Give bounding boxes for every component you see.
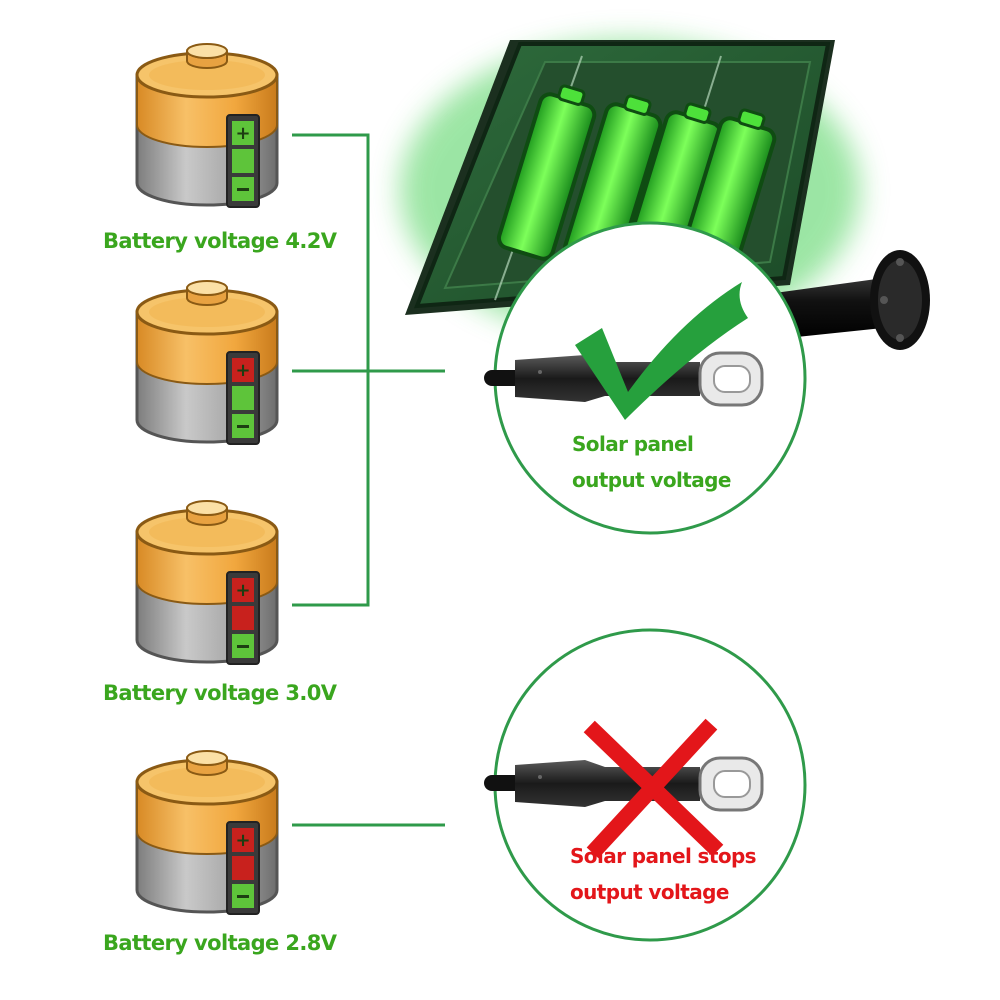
- battery-label-4-2v: Battery voltage 4.2V: [103, 229, 337, 253]
- output-label-line1: Solar panel: [572, 432, 694, 456]
- charge-segment-red: [232, 358, 254, 382]
- plus-icon: +: [235, 830, 250, 851]
- output-state-circle: [484, 221, 807, 535]
- battery-list: + + + +: [135, 42, 279, 916]
- output-state-label: Solar panel output voltage: [572, 426, 731, 498]
- stop-state-label: Solar panel stops output voltage: [570, 838, 757, 910]
- glowing-battery-cells: [496, 84, 777, 271]
- charge-segment-red: [232, 578, 254, 602]
- minus-icon: [237, 188, 249, 191]
- battery-3: +: [135, 499, 279, 666]
- battery-4: +: [135, 749, 279, 916]
- plus-icon: +: [235, 123, 250, 144]
- battery-label-2-8v: Battery voltage 2.8V: [103, 931, 337, 955]
- output-label-line2: output voltage: [572, 468, 731, 492]
- battery-1: +: [135, 42, 279, 209]
- charge-segment-red: [232, 856, 254, 880]
- charge-segment-red: [232, 828, 254, 852]
- plus-icon: +: [235, 360, 250, 381]
- check-icon: [575, 282, 748, 420]
- minus-icon: [237, 425, 249, 428]
- minus-icon: [237, 645, 249, 648]
- plus-icon: +: [235, 580, 250, 601]
- charge-segment-green: [232, 386, 254, 410]
- battery-2: +: [135, 279, 279, 446]
- charge-segment-red: [232, 606, 254, 630]
- cross-icon: [583, 718, 724, 859]
- mounting-pole: [760, 250, 930, 350]
- charge-segment-green: [232, 149, 254, 173]
- connector-lines: [292, 133, 445, 827]
- minus-icon: [237, 895, 249, 898]
- stop-label-line2: output voltage: [570, 880, 729, 904]
- stop-state-circle: [484, 628, 807, 942]
- battery-label-3-0v: Battery voltage 3.0V: [103, 681, 337, 705]
- charge-segment-green: [232, 121, 254, 145]
- stop-label-line1: Solar panel stops: [570, 844, 757, 868]
